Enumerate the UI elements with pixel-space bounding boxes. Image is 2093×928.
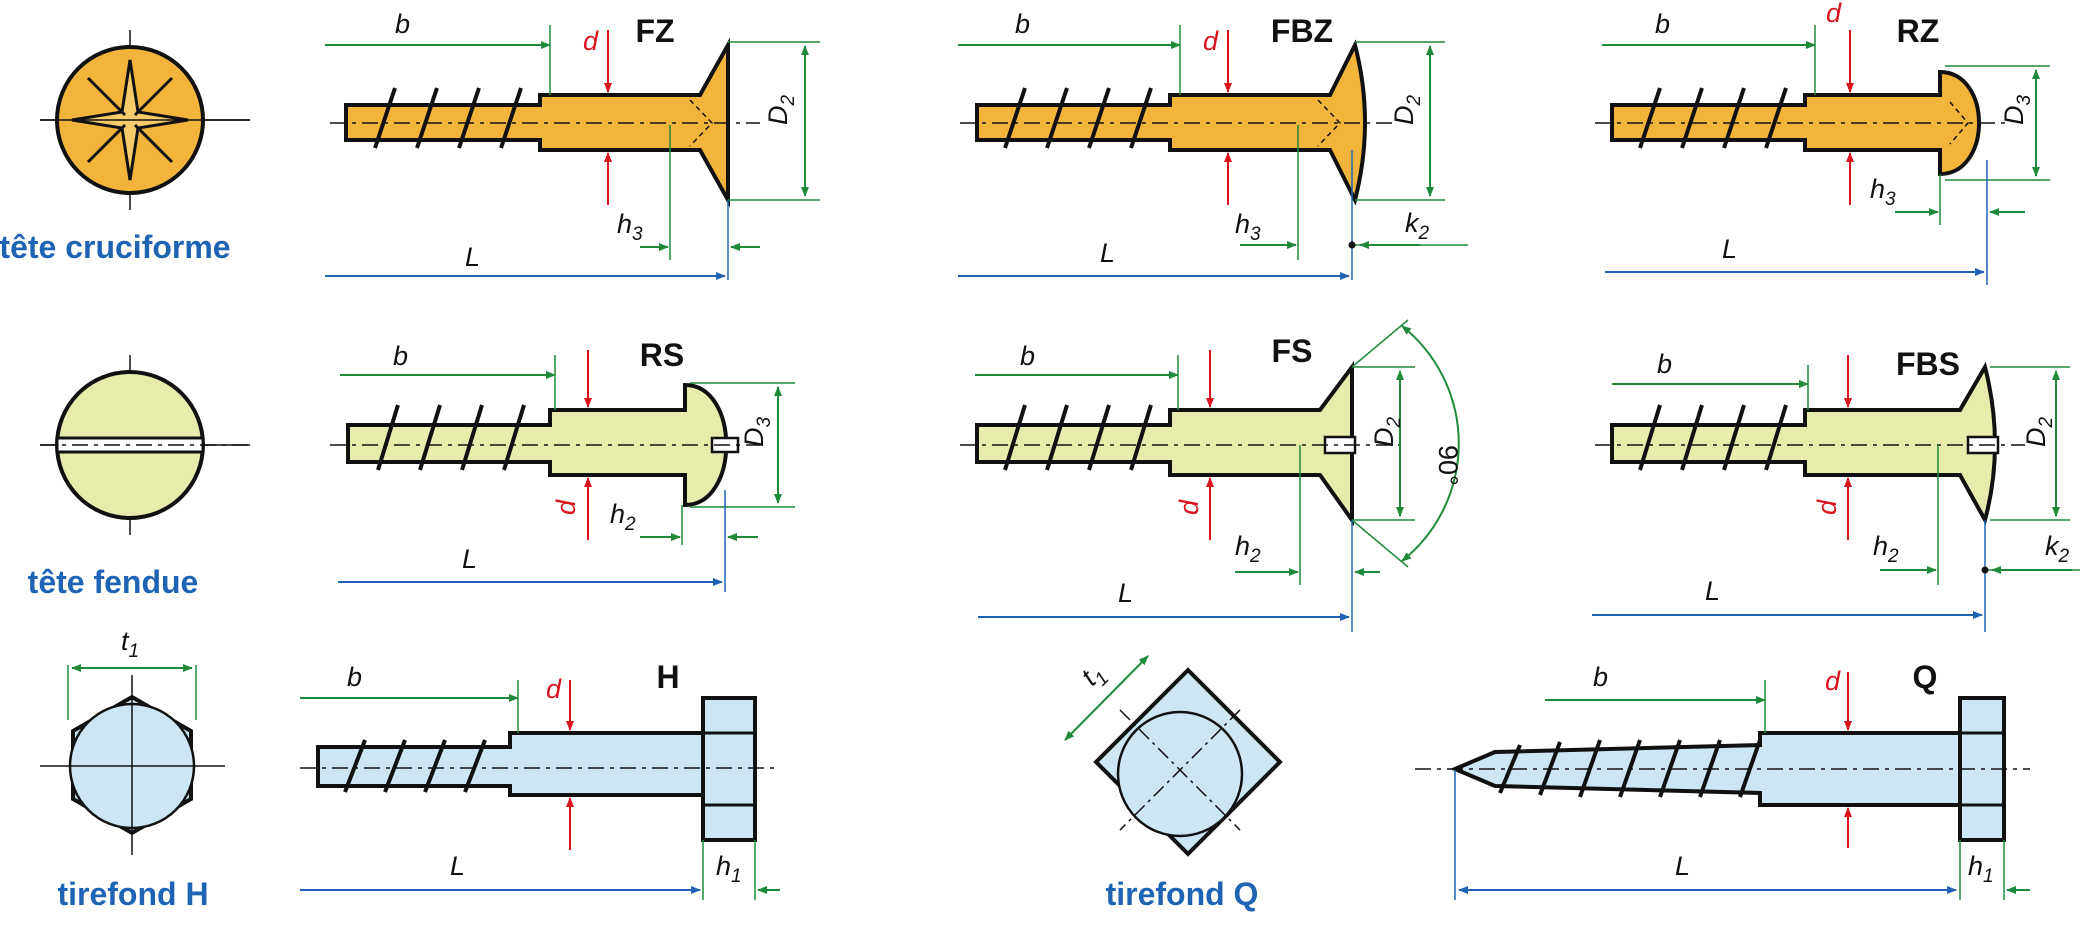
slotted-head-view <box>40 355 250 535</box>
dim-b-fs: b <box>1020 341 1035 371</box>
dim-d-fz: d <box>583 26 599 56</box>
dim-b-fbz: b <box>1015 9 1030 39</box>
dim-k2-fbs: k2 <box>2045 531 2070 567</box>
dim-h2-fbs: h2 <box>1873 531 1899 567</box>
dim-L-q: L <box>1675 851 1690 881</box>
hex-head-view <box>40 664 225 855</box>
screw-rs <box>330 382 760 508</box>
code-rs: RS <box>640 337 684 373</box>
dim-d-fbz: d <box>1203 26 1219 56</box>
dim-d-rs: d <box>551 499 581 515</box>
dim-L-rz: L <box>1722 234 1737 264</box>
dim-h2-rs: h2 <box>610 499 636 535</box>
dim-D2-fbz: D2 <box>1389 95 1425 126</box>
dim-L-fz: L <box>465 242 480 272</box>
dim-d-q: d <box>1825 666 1841 696</box>
dim-b-rs: b <box>393 341 408 371</box>
dim-angle-fs: 90° <box>1433 445 1463 486</box>
dim-D3-rs: D3 <box>739 417 775 448</box>
code-fz: FZ <box>635 13 674 49</box>
dim-h3-fbz: h3 <box>1235 209 1261 245</box>
dim-t1-hex: t1 <box>121 626 139 662</box>
cross-head-view <box>40 30 250 210</box>
dim-d-fbs: d <box>1812 499 1842 515</box>
code-q: Q <box>1913 659 1938 695</box>
dim-k2-fbz: k2 <box>1405 208 1430 244</box>
dim-L-fbs: L <box>1705 576 1720 606</box>
screw-fz <box>330 37 760 208</box>
code-fs: FS <box>1272 333 1313 369</box>
dim-L-fs: L <box>1118 578 1133 608</box>
screw-rz <box>1595 69 2010 177</box>
screw-fs <box>960 360 1400 527</box>
dim-h1-q: h1 <box>1968 851 1994 887</box>
code-fbs: FBS <box>1896 346 1960 382</box>
dim-b-q: b <box>1593 662 1608 692</box>
dim-h3-rz: h3 <box>1870 174 1896 210</box>
screw-fbz <box>960 39 1395 206</box>
caption-square-head: tirefond Q <box>1106 876 1259 912</box>
dim-D2-fs: D2 <box>1369 417 1405 448</box>
dim-d-rz: d <box>1826 0 1842 28</box>
dim-h2-fs: h2 <box>1235 531 1261 567</box>
caption-hex-head: tirefond H <box>57 876 208 912</box>
code-rz: RZ <box>1897 13 1940 49</box>
dim-L-h: L <box>450 851 465 881</box>
dim-b-fbs: b <box>1657 349 1672 379</box>
screw-q <box>1415 696 2030 842</box>
code-h: H <box>656 659 679 695</box>
dim-h3-fz: h3 <box>617 209 643 245</box>
dim-h1-h: h1 <box>716 851 742 887</box>
caption-cross-head: tête cruciforme <box>0 229 231 265</box>
square-head-view <box>1093 667 1283 857</box>
dim-L-rs: L <box>462 544 477 574</box>
screw-fbs <box>1595 361 2025 526</box>
dim-L-fbz: L <box>1100 238 1115 268</box>
dim-b-rz: b <box>1655 9 1670 39</box>
dim-t1-square: t1 <box>1075 657 1113 695</box>
dim-D3-rz: D3 <box>1999 95 2035 126</box>
caption-slotted-head: tête fendue <box>28 564 199 600</box>
dim-d-fs: d <box>1174 499 1204 515</box>
dim-b-h: b <box>347 662 362 692</box>
dim-D2-fz: D2 <box>763 95 799 126</box>
dim-d-h: d <box>546 674 562 704</box>
dim-D2-fbs: D2 <box>2021 417 2057 448</box>
screw-h <box>300 696 780 842</box>
dim-b-fz: b <box>395 9 410 39</box>
code-fbz: FBZ <box>1271 13 1333 49</box>
